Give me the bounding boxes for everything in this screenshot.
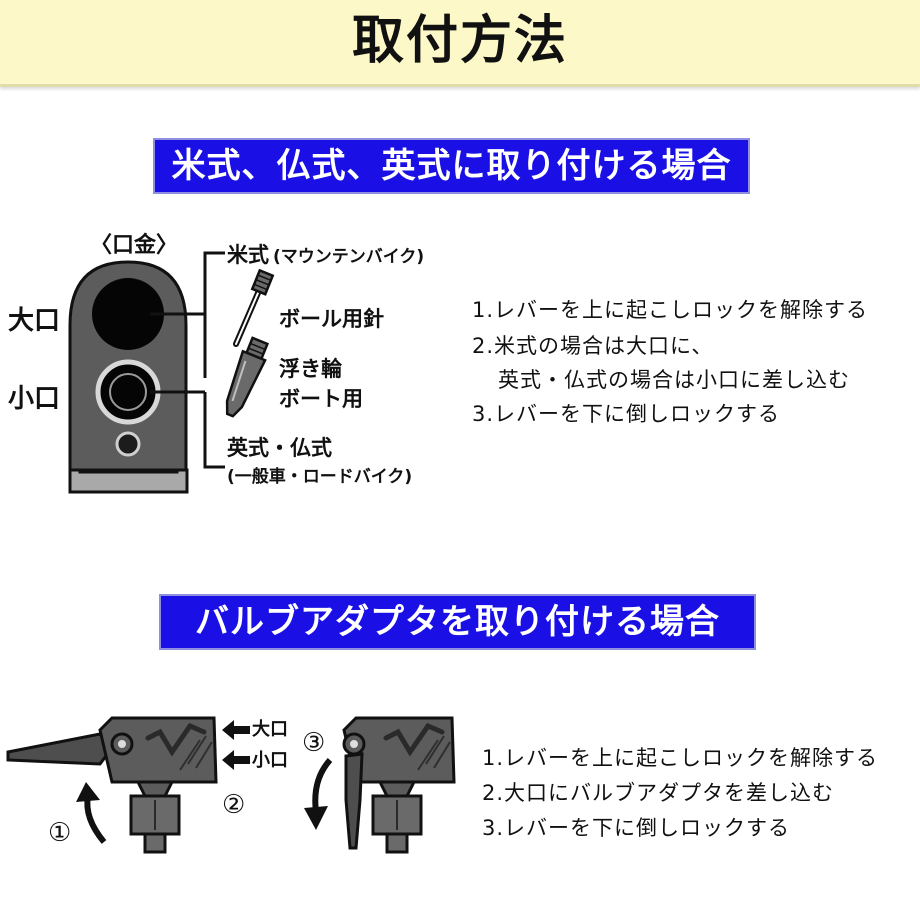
small-port-label: 小口 bbox=[8, 384, 61, 414]
arrow-left-icon bbox=[222, 720, 250, 740]
float-adapter-icon bbox=[225, 336, 270, 418]
pump-head-closed-illustration bbox=[304, 716, 456, 854]
step-marker-3: ③ bbox=[302, 728, 326, 758]
large-port-label: 大口 bbox=[8, 306, 61, 336]
step-marker-2: ② bbox=[222, 790, 246, 820]
ball-needle-label: ボール用針 bbox=[279, 307, 384, 331]
section1-step-2: 2.米式の場合は大口に、 bbox=[472, 334, 714, 358]
step-marker-1: ① bbox=[48, 818, 72, 848]
dunlop-paren-label: (一般車・ロードバイク) bbox=[227, 467, 413, 487]
section1-step-1: 1.レバーを上に起こしロックを解除する bbox=[472, 298, 869, 322]
screw-icon bbox=[115, 431, 141, 457]
presta-paren: (マウンテンバイク) bbox=[273, 247, 425, 267]
float-label-line2: ボート用 bbox=[279, 387, 363, 411]
arrow-small-label: 小口 bbox=[252, 750, 288, 771]
pump-head-open-illustration bbox=[6, 716, 218, 854]
section2-step-1: 1.レバーを上に起こしロックを解除する bbox=[482, 746, 879, 770]
arrow-large-label: 大口 bbox=[252, 719, 288, 740]
large-port-hole bbox=[92, 278, 164, 350]
page-title: 取付方法 bbox=[351, 11, 568, 71]
float-label-line1: 浮き輪 bbox=[279, 357, 342, 381]
arrow-down-icon bbox=[304, 806, 328, 830]
cap-label: 〈口金〉 bbox=[90, 233, 179, 258]
dunlop-label: 英式・仏式 bbox=[227, 436, 332, 460]
arrow-left-icon bbox=[222, 750, 250, 770]
arrow-up-icon bbox=[76, 782, 100, 802]
section2-step-3: 3.レバーを下に倒しロックする bbox=[482, 816, 791, 840]
section1-step-2-cont: 英式・仏式の場合は小口に差し込む bbox=[498, 368, 850, 392]
presta-label: 米式(マウンテンバイク) bbox=[227, 239, 424, 269]
section2-banner: バルブアダプタを取り付ける場合 bbox=[159, 594, 756, 650]
section1-banner: 米式、仏式、英式に取り付ける場合 bbox=[153, 138, 750, 194]
ball-needle-icon bbox=[233, 268, 275, 347]
section2-step-2: 2.大口にバルブアダプタを差し込む bbox=[482, 781, 835, 805]
section1-step-3: 3.レバーを下に倒しロックする bbox=[472, 402, 781, 426]
presta-name: 米式 bbox=[227, 243, 269, 267]
title-bar bbox=[0, 0, 920, 87]
